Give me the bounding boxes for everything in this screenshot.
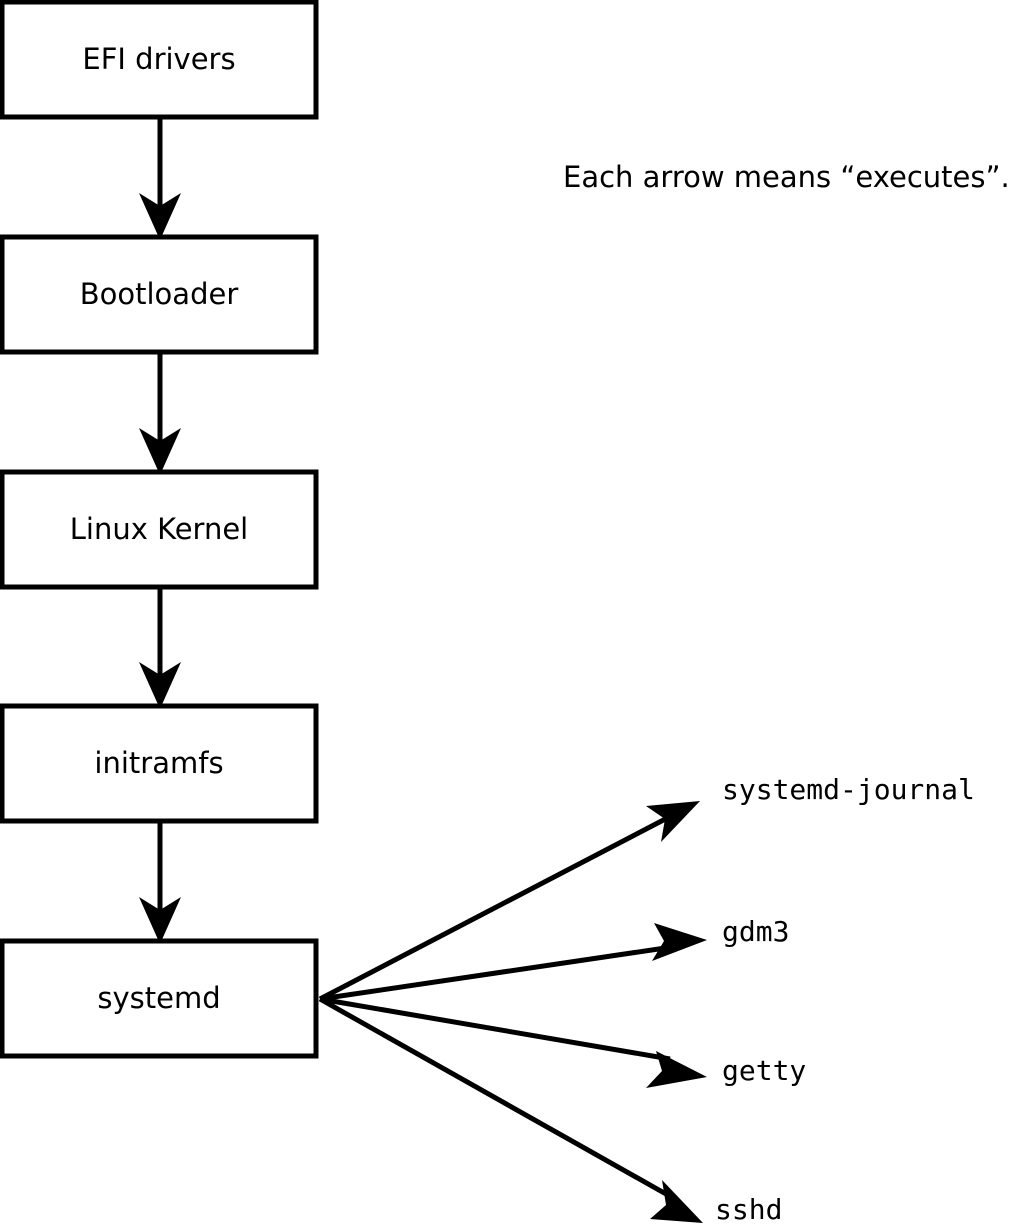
node-box-shape xyxy=(0,0,319,120)
arrow-head-icon xyxy=(139,428,181,475)
arrow-shaft xyxy=(318,996,668,1197)
node-label: EFI drivers xyxy=(82,42,235,76)
node-box-shape xyxy=(0,938,319,1059)
arrow-initramfs-to-systemd xyxy=(139,821,181,944)
node-box-shape xyxy=(0,469,319,590)
arrow-head-icon xyxy=(139,897,181,944)
node-label: systemd xyxy=(97,981,220,1015)
arrow-shaft xyxy=(319,944,673,1002)
process-label-systemd-journal: systemd-journal xyxy=(722,773,975,806)
arrow-head-icon xyxy=(646,801,700,842)
arrow-head-icon xyxy=(650,1180,703,1223)
fanout-arrow-group xyxy=(318,801,707,1223)
arrow-shaft xyxy=(319,996,671,1062)
boot-chain-boxes: EFI drivers Bootloader Linux Kernel init… xyxy=(0,0,319,1059)
process-label-sshd: sshd xyxy=(715,1193,782,1226)
node-systemd[interactable]: systemd xyxy=(0,938,319,1059)
arrow-head-icon xyxy=(139,193,181,240)
arrow-bootloader-to-kernel xyxy=(139,352,181,475)
arrow-head-icon xyxy=(646,1051,707,1088)
arrow-efi-to-bootloader xyxy=(139,117,181,240)
process-label-gdm3: gdm3 xyxy=(722,915,789,948)
node-label: Bootloader xyxy=(80,277,239,311)
arrow-shaft xyxy=(318,812,675,1002)
node-linux-kernel[interactable]: Linux Kernel xyxy=(0,469,319,590)
legend-caption: Each arrow means “executes”. xyxy=(563,160,1010,194)
arrow-kernel-to-initramfs xyxy=(139,587,181,709)
spawned-process-labels: systemd-journal gdm3 getty sshd xyxy=(715,773,975,1226)
node-label: initramfs xyxy=(94,746,223,780)
arrow-head-icon xyxy=(652,923,707,961)
arrow-systemd-to-gdm3 xyxy=(319,923,707,1002)
node-initramfs[interactable]: initramfs xyxy=(0,703,319,824)
arrow-systemd-to-systemd-journal xyxy=(318,801,700,1002)
vertical-arrow-group xyxy=(139,117,181,944)
node-label: Linux Kernel xyxy=(70,512,248,546)
node-efi-drivers[interactable]: EFI drivers xyxy=(0,0,319,120)
node-box-shape xyxy=(0,234,319,355)
arrow-systemd-to-sshd xyxy=(318,996,703,1223)
arrow-head-icon xyxy=(139,662,181,709)
arrow-systemd-to-getty xyxy=(319,996,707,1088)
node-bootloader[interactable]: Bootloader xyxy=(0,234,319,355)
node-box-shape xyxy=(0,703,319,824)
process-label-getty: getty xyxy=(722,1054,806,1087)
